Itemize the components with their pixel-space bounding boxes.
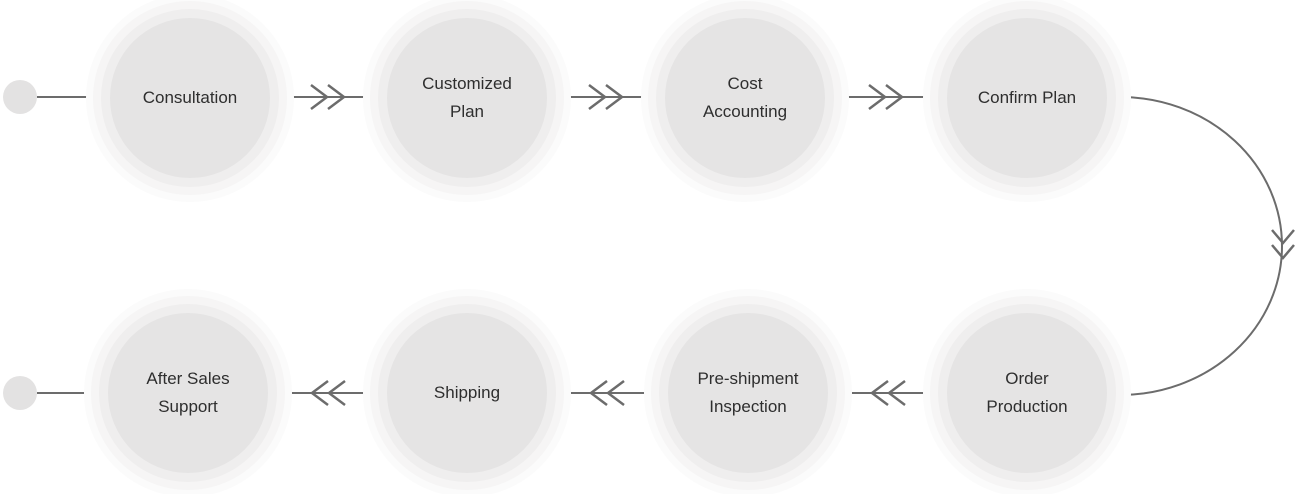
step-node-customized-plan: Customized Plan [387,18,547,178]
step-label: Consultation [142,88,238,107]
step-node-cost-accounting: Cost Accounting [665,18,825,178]
step-label: Shipping [433,383,501,402]
double-chevron-right-icon [588,84,625,110]
start-dot [3,80,37,114]
step-node-pre-shipment-inspection: Pre-shipment Inspection [668,313,828,473]
start-dot [3,376,37,410]
step-node-shipping: Shipping [387,313,547,473]
double-chevron-left-icon [588,380,625,406]
step-label: Customized Plan [422,74,512,121]
step-node-consultation: Consultation [110,18,270,178]
double-chevron-left-icon [309,380,346,406]
connector-arc [1027,96,1283,396]
double-chevron-down-icon [1271,229,1295,260]
step-label: Pre-shipment Inspection [697,369,799,416]
step-label: Confirm Plan [977,88,1077,107]
step-label: After Sales Support [146,369,230,416]
double-chevron-right-icon [310,84,347,110]
step-label: Order Production [986,369,1068,416]
step-label: Cost Accounting [702,74,788,121]
step-node-order-production: Order Production [947,313,1107,473]
step-node-after-sales-support: After Sales Support [108,313,268,473]
double-chevron-left-icon [869,380,906,406]
double-chevron-right-icon [868,84,905,110]
step-node-confirm-plan: Confirm Plan [947,18,1107,178]
